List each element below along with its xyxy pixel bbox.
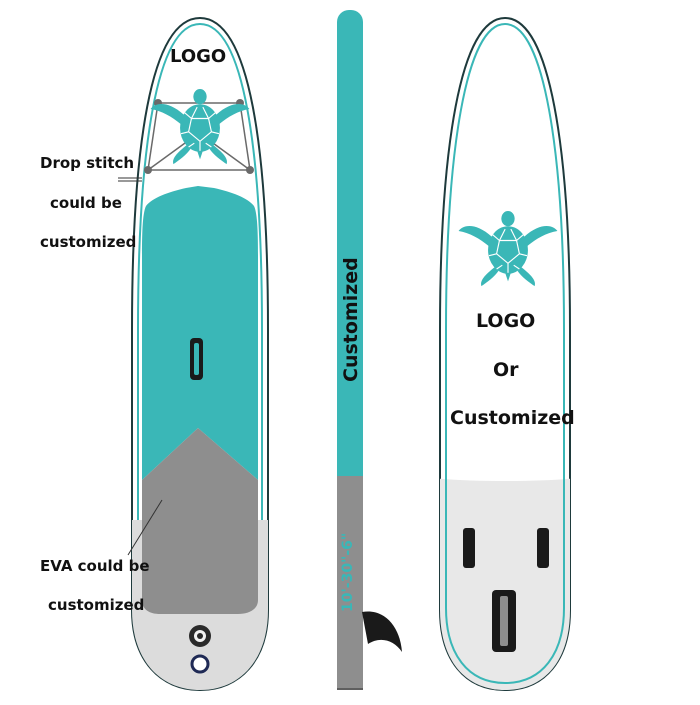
side-rail-gray xyxy=(337,476,363,690)
side-tail-cap xyxy=(337,688,363,690)
side-customized-label: Customized xyxy=(340,257,362,382)
side-rail-teal xyxy=(337,10,363,488)
deck-pad-teal xyxy=(142,186,258,480)
callout-eva-line-2: customized xyxy=(48,596,145,614)
callout-drop-stitch-line-1: Drop stitch xyxy=(40,154,135,172)
board-side-view xyxy=(337,10,402,690)
callout-drop-stitch-line-2: could be xyxy=(50,194,122,212)
callout-line-eva xyxy=(127,499,163,556)
board-bottom-gray-tail xyxy=(440,478,570,690)
fin-box-left xyxy=(463,528,475,568)
board-top-logo-label: LOGO xyxy=(170,46,227,67)
callout-drop-stitch-line-3: customized xyxy=(40,233,137,251)
eva-tail-pad xyxy=(142,428,258,614)
board-top-view xyxy=(118,16,269,692)
board-bottom-or-text: Or xyxy=(493,359,519,381)
board-bottom-logo-text: LOGO xyxy=(476,310,536,332)
board-bottom-view xyxy=(439,16,571,692)
side-size-label: 10'-30"-6" xyxy=(340,532,356,612)
board-bottom-customized-text: Customized xyxy=(450,407,575,429)
leash-ring-icon xyxy=(190,654,210,674)
board-bottom-rail-stripe xyxy=(445,22,565,685)
fin-box-right xyxy=(537,528,549,568)
fin-icon xyxy=(362,611,402,652)
callout-eva-line-1: EVA could be xyxy=(40,557,150,575)
